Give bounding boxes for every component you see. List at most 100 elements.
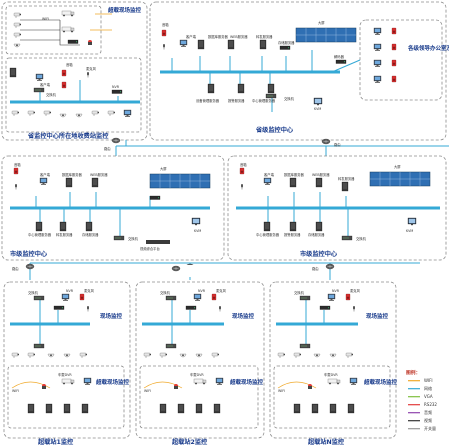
kvm-icon bbox=[313, 97, 323, 106]
legend-item-label: 音频 bbox=[424, 409, 432, 415]
label-decoder: 解码器 bbox=[334, 54, 345, 59]
decoder-icon bbox=[149, 195, 161, 200]
switch-icon bbox=[299, 343, 311, 349]
section-title-road-ops: 超载现场监控 bbox=[107, 6, 142, 14]
label-nvr: NVR bbox=[198, 289, 206, 293]
legend-item-label: 视频 bbox=[424, 417, 432, 423]
label-storage-server: 存储服务器 bbox=[278, 40, 295, 45]
label-stream-server: 转发服务器 bbox=[256, 34, 273, 39]
section-title-station-2: 超载站2监控 bbox=[171, 438, 208, 446]
station-2-panel bbox=[135, 281, 265, 439]
server-icon bbox=[293, 403, 301, 414]
server-icon bbox=[289, 221, 297, 232]
server-icon bbox=[267, 83, 275, 94]
label-data-server: 数据库服务器 bbox=[208, 34, 228, 39]
label-client: 客户端 bbox=[186, 34, 197, 39]
label-mic: 麦克风 bbox=[216, 288, 227, 293]
section-title-province-station: 省监控中心所在地收费站监控 bbox=[27, 132, 109, 140]
label-wall: 大屏 bbox=[160, 166, 167, 171]
label-data-server: 数据库服务器 bbox=[62, 172, 82, 177]
label-dvr: 车载DVR bbox=[58, 372, 72, 377]
label-switch: 交换机 bbox=[28, 290, 39, 295]
switch-icon bbox=[33, 87, 45, 93]
label-wall: 大屏 bbox=[394, 164, 401, 169]
label-dvr: 车载DVR bbox=[324, 372, 338, 377]
nvr-icon bbox=[67, 39, 79, 44]
switch-icon bbox=[33, 295, 45, 301]
label-client: 客户端 bbox=[40, 82, 51, 87]
legend-item-label: RS232 bbox=[424, 402, 437, 407]
switch-icon bbox=[165, 343, 177, 349]
server-icon bbox=[329, 403, 337, 414]
city-center-left-panel bbox=[1, 155, 225, 261]
dome-camera-icon bbox=[329, 353, 337, 358]
speaker-icon bbox=[391, 43, 397, 51]
station-1-panel bbox=[3, 281, 131, 439]
router-icon bbox=[325, 263, 335, 270]
section-title-station-n: 超载站N监控 bbox=[307, 438, 345, 446]
label-kvm: KVM bbox=[314, 107, 321, 111]
server-icon bbox=[341, 181, 349, 192]
label-switch: 交换机 bbox=[284, 96, 295, 101]
section-title-city-center-right: 市级监控中心 bbox=[300, 250, 338, 258]
server-icon bbox=[237, 83, 245, 94]
dome-camera-icon bbox=[47, 353, 55, 358]
server-icon bbox=[91, 177, 99, 188]
section-title-field: 现场监控 bbox=[232, 312, 255, 320]
label-client: 客户端 bbox=[40, 172, 51, 177]
section-title-field: 现场监控 bbox=[366, 312, 389, 320]
speaker-icon bbox=[345, 293, 351, 301]
server-icon bbox=[63, 403, 71, 414]
speaker-icon bbox=[61, 69, 67, 77]
label-speaker: 音箱 bbox=[240, 162, 247, 167]
legend-item-label: VGA bbox=[424, 394, 433, 399]
switch-icon bbox=[165, 295, 177, 301]
nvr-icon bbox=[185, 305, 197, 310]
label-wifi: WIFI bbox=[144, 389, 151, 393]
server-icon bbox=[213, 403, 221, 414]
alarm-light-icon bbox=[308, 384, 312, 389]
legend-title: 图例： bbox=[406, 369, 420, 376]
server-icon bbox=[289, 177, 297, 188]
dome-camera-icon bbox=[63, 353, 71, 358]
link-gap bbox=[165, 265, 197, 277]
dome-camera-icon bbox=[195, 353, 203, 358]
dome-camera-icon bbox=[179, 353, 187, 358]
speaker-icon bbox=[391, 59, 397, 67]
dome-camera-icon bbox=[59, 113, 67, 118]
label-wifi: WIFI bbox=[278, 389, 285, 393]
server-icon bbox=[81, 403, 89, 414]
label-alarm-server: 报警服务器 bbox=[228, 98, 245, 103]
switch-icon bbox=[265, 93, 277, 99]
label-client: 客户端 bbox=[264, 172, 275, 177]
label-nvr: NVR bbox=[66, 289, 74, 293]
label-data-server: 数据库服务器 bbox=[284, 172, 304, 177]
label-wifi: WIFI bbox=[42, 17, 49, 21]
province-station-panel bbox=[1, 1, 148, 141]
city-center-right-panel bbox=[227, 155, 447, 261]
label-alarm-server: 报警服务器 bbox=[284, 232, 301, 237]
label-storage-server: 存储服务器 bbox=[308, 232, 325, 237]
label-speaker: 音箱 bbox=[66, 62, 73, 67]
label-center-server: 中心管理服务器 bbox=[252, 98, 276, 103]
speaker-icon bbox=[13, 167, 19, 175]
server-icon bbox=[59, 221, 67, 232]
section-title-road-ops: 超载现场监控 bbox=[229, 378, 264, 386]
dome-camera-icon bbox=[75, 113, 83, 118]
nvr-icon bbox=[53, 305, 65, 310]
province-center-panel bbox=[149, 1, 447, 141]
label-nvr: NVR bbox=[332, 289, 340, 293]
switch-icon bbox=[113, 235, 125, 241]
section-title-field: 现场监控 bbox=[100, 312, 123, 320]
switch-icon bbox=[341, 235, 353, 241]
label-stream-server: 转发服务器 bbox=[56, 232, 73, 237]
server-icon bbox=[27, 403, 35, 414]
storage-icon bbox=[279, 45, 291, 50]
label-wifi: WIFI bbox=[12, 389, 19, 393]
server-icon bbox=[197, 39, 205, 50]
section-title-station-1: 超载站1监控 bbox=[37, 438, 74, 446]
label-web-server: WEB服务器 bbox=[90, 172, 108, 177]
section-title-city-center-left: 市级监控中心 bbox=[10, 250, 48, 258]
